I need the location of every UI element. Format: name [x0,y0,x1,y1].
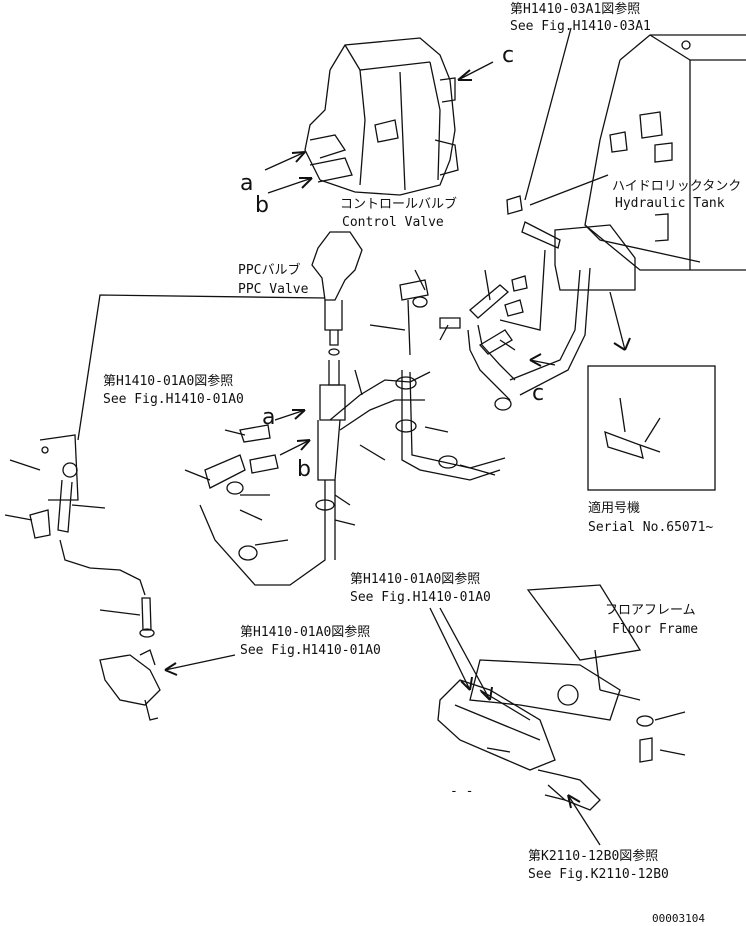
tank-jp: ハイドロリックタンク [612,179,741,194]
dash-mark: - - [450,784,473,799]
control-valve [304,37,459,196]
hydraulic-tank [584,34,746,271]
floor-frame-en: Floor Frame [612,622,698,637]
control-valve-jp: コントロールバルブ [340,196,457,212]
floor-frame-assembly [429,584,686,846]
leader-lines-top [264,27,609,206]
tank-en: Hydraulic Tank [615,196,725,211]
hose-assembly-center [199,249,591,586]
marker-b-top: b [255,193,269,218]
ref-mid-jp: 第H1410-01A0図参照 [103,373,233,389]
ref-floor-jp: 第H1410-01A0図参照 [350,571,480,587]
drawing-number: 00003104 [652,912,705,925]
control-valve-en: Control Valve [342,215,444,230]
ref-top-jp: 第H1410-03A1図参照 [510,1,640,17]
leader-lines-mid [184,269,556,546]
switch-assembly-left [4,434,146,596]
diagram-labels: 第H1410-03A1図参照 See Fig.H1410-03A1 c a b … [103,1,741,925]
floor-frame-jp: フロアフレーム [605,603,696,618]
serial-en: Serial No.65071~ [588,520,713,535]
ref-lower-en: See Fig.H1410-01A0 [240,643,381,658]
ref-mid-en: See Fig.H1410-01A0 [103,392,244,407]
pressure-switch-lower [99,597,236,721]
ref-bottom-jp: 第K2110-12B0図参照 [528,848,658,864]
fittings [204,195,561,495]
serial-jp: 適用号機 [588,500,640,516]
marker-b-mid: b [297,457,311,482]
ppc-valve-en: PPC Valve [238,282,309,297]
marker-c-mid: c [532,381,544,406]
ppc-valve-jp: PPCバルブ [238,262,300,278]
ppc-valve [311,231,363,386]
ppc-leader [77,294,326,441]
serial-detail [554,224,716,491]
ref-bottom-en: See Fig.K2110-12B0 [528,867,669,882]
marker-a-top: a [240,171,253,196]
marker-a-mid: a [262,405,275,430]
ref-floor-en: See Fig.H1410-01A0 [350,590,491,605]
ref-top-en: See Fig.H1410-03A1 [510,19,651,34]
ref-lower-jp: 第H1410-01A0図参照 [240,624,370,640]
marker-c-top: c [502,43,514,68]
clamps [238,376,512,561]
